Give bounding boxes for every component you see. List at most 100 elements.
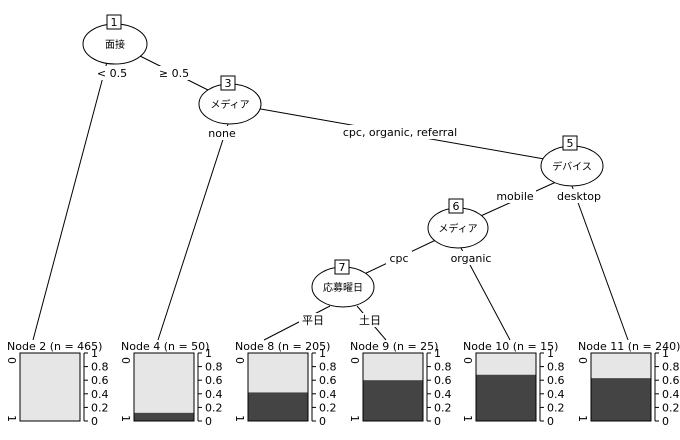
y-tick-label: 0.8	[434, 361, 452, 374]
inner-node-5: 5 デバイス	[540, 135, 604, 187]
terminal-node-9: Node 9 (n = 25) 0 1 00.20.40.60.81	[348, 340, 452, 428]
y-tick-label: 0.4	[547, 388, 565, 401]
terminal-node-2: Node 2 (n = 465) 0 1 00.20.40.60.81	[5, 340, 109, 428]
edge-label-cpc: cpc	[389, 252, 408, 265]
y-tick-label: 0	[205, 415, 212, 428]
bar-frame	[590, 352, 652, 422]
y-tick-label: 0	[319, 415, 326, 428]
split-variable-7: 応募曜日	[323, 281, 363, 294]
y-tick-label: 0.6	[547, 374, 565, 387]
y-axis: 00.20.40.60.81	[539, 347, 565, 428]
class-label-0: 0	[348, 357, 361, 364]
edge-label-lt-0-5: < 0.5	[97, 67, 127, 80]
edge-labels: < 0.5 ≥ 0.5 none cpc, organic, referral …	[96, 66, 602, 327]
y-axis: 00.20.40.60.81	[197, 347, 223, 428]
edge-5-11	[571, 185, 629, 341]
y-tick-label: 0.4	[205, 388, 223, 401]
node-id-6: 6	[453, 200, 460, 213]
class-label-1: 1	[233, 415, 246, 422]
y-tick-label: 0.2	[547, 401, 565, 414]
y-tick-label: 0.6	[662, 374, 680, 387]
edge-label-weekday: 平日	[302, 314, 324, 327]
class-label-0: 0	[461, 357, 474, 364]
inner-node-3: 3 メディア	[198, 75, 262, 125]
y-tick-label: 0	[91, 415, 98, 428]
y-tick-label: 1	[91, 347, 98, 360]
y-tick-label: 0.6	[319, 374, 337, 387]
class-label-1: 1	[119, 415, 132, 422]
terminal-node-4: Node 4 (n = 50) 0 1 00.20.40.60.81	[119, 340, 223, 428]
bar-frame	[247, 352, 309, 422]
terminal-node-8: Node 8 (n = 205) 0 1 00.20.40.60.81	[233, 340, 337, 428]
node-id-1: 1	[111, 16, 118, 29]
edge-label-none: none	[208, 127, 236, 140]
y-tick-label: 0	[434, 415, 441, 428]
edge-1-2	[32, 61, 108, 341]
edge-label-weekend: 土日	[359, 314, 381, 327]
y-tick-label: 0.2	[319, 401, 337, 414]
y-tick-label: 0.4	[662, 388, 680, 401]
terminal-node-10: Node 10 (n = 15) 0 1 00.20.40.60.81	[461, 340, 565, 428]
class-label-0: 0	[5, 357, 18, 364]
inner-node-7: 7 応募曜日	[311, 259, 375, 308]
y-tick-label: 0.4	[434, 388, 452, 401]
edge-label-ge-0-5: ≥ 0.5	[159, 67, 189, 80]
bar-frame	[362, 352, 424, 422]
edge-label-organic: organic	[451, 252, 492, 265]
bar-class-0	[134, 353, 194, 421]
inner-node-6: 6 メディア	[427, 198, 489, 249]
edge-label-desktop: desktop	[557, 190, 601, 203]
terminal-header: Node 4 (n = 50)	[121, 340, 209, 353]
bar-class-1	[363, 380, 423, 421]
bar-frame	[133, 352, 195, 422]
y-tick-label: 0.8	[547, 361, 565, 374]
y-tick-label: 0.6	[91, 374, 109, 387]
bar-class-1	[591, 378, 651, 421]
y-tick-label: 0.8	[662, 361, 680, 374]
class-label-1: 1	[461, 415, 474, 422]
inner-node-1: 1 面接	[82, 14, 148, 65]
class-label-0: 0	[233, 357, 246, 364]
edge-label-mobile: mobile	[496, 190, 534, 203]
edge-3-4	[157, 123, 229, 341]
y-axis: 00.20.40.60.81	[83, 347, 109, 428]
node-id-3: 3	[225, 77, 232, 90]
y-tick-label: 1	[662, 347, 669, 360]
y-tick-label: 0.2	[91, 401, 109, 414]
y-tick-label: 1	[319, 347, 326, 360]
split-variable-1: 面接	[105, 38, 125, 51]
terminal-header: Node 9 (n = 25)	[350, 340, 438, 353]
edge-7-8	[263, 305, 331, 341]
y-axis: 00.20.40.60.81	[426, 347, 452, 428]
bar-class-1	[248, 392, 308, 421]
y-tick-label: 0.6	[434, 374, 452, 387]
class-label-1: 1	[5, 415, 18, 422]
terminal-node-11: Node 11 (n = 240) 0 1 00.20.40.60.81	[576, 340, 680, 428]
class-label-1: 1	[348, 415, 361, 422]
y-tick-label: 0.2	[662, 401, 680, 414]
bar-class-1	[134, 412, 194, 421]
y-tick-label: 0.2	[434, 401, 452, 414]
split-variable-3: メディア	[210, 98, 249, 111]
y-axis: 00.20.40.60.81	[311, 347, 337, 428]
bar-class-1	[476, 374, 536, 421]
y-tick-label: 0.6	[205, 374, 223, 387]
split-variable-6: メディア	[438, 222, 477, 235]
split-variable-5: デバイス	[552, 160, 592, 173]
node-id-5: 5	[567, 137, 574, 150]
class-label-1: 1	[576, 415, 589, 422]
class-label-0: 0	[576, 357, 589, 364]
y-axis: 00.20.40.60.81	[654, 347, 680, 428]
class-label-0: 0	[119, 357, 132, 364]
y-tick-label: 0.4	[319, 388, 337, 401]
bar-frame	[475, 352, 537, 422]
y-tick-label: 0.2	[205, 401, 223, 414]
y-tick-label: 1	[205, 347, 212, 360]
y-tick-label: 0.4	[91, 388, 109, 401]
terminal-header: Node 10 (n = 15)	[463, 340, 558, 353]
y-tick-label: 0.8	[205, 361, 223, 374]
y-tick-label: 1	[434, 347, 441, 360]
terminal-header: Node 2 (n = 465)	[7, 340, 102, 353]
y-tick-label: 1	[547, 347, 554, 360]
